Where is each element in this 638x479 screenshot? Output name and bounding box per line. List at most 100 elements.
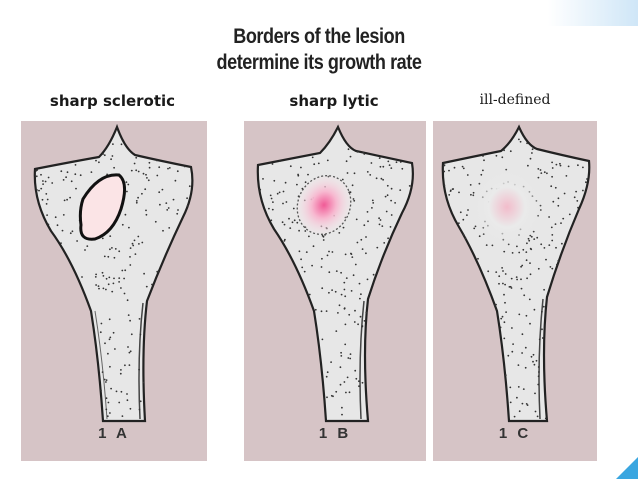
stipple-dot: [161, 188, 164, 191]
stipple-dot: [69, 232, 72, 235]
stipple-dot: [104, 342, 106, 345]
stipple-dot: [110, 387, 112, 390]
stipple-dot: [320, 266, 323, 268]
stipple-dot: [135, 169, 138, 172]
stipple-dot: [533, 363, 536, 366]
stipple-dot: [360, 293, 362, 296]
stipple-dot: [188, 185, 191, 188]
stipple-dot: [378, 223, 381, 226]
stipple-dot: [511, 327, 513, 329]
stipple-dot: [356, 151, 359, 153]
stipple-dot: [297, 174, 300, 177]
stipple-dot: [354, 309, 356, 312]
stipple-dot: [508, 286, 511, 288]
stipple-dot: [147, 179, 150, 182]
stipple-dot: [347, 148, 350, 151]
stipple-dot: [134, 253, 137, 256]
stipple-dot: [320, 310, 323, 313]
stipple-dot: [510, 277, 513, 280]
stipple-dot: [101, 371, 104, 373]
stipple-dot: [503, 337, 506, 340]
stipple-dot: [98, 161, 100, 164]
stipple-dot: [532, 353, 535, 356]
stipple-dot: [344, 295, 347, 298]
stipple-dot: [582, 189, 584, 192]
stipple-dot: [541, 328, 543, 331]
stipple-dot: [100, 389, 102, 392]
stipple-dot: [326, 159, 329, 162]
stipple-dot: [339, 383, 342, 386]
stipple-dot: [144, 188, 147, 191]
stipple-dot: [298, 229, 300, 232]
stipple-dot: [554, 223, 557, 225]
stipple-dot: [345, 277, 348, 279]
stipple-dot: [503, 149, 505, 152]
stipple-dot: [390, 167, 393, 169]
stipple-dot: [114, 348, 116, 350]
stipple-dot: [124, 364, 126, 367]
stipple-dot: [296, 221, 299, 224]
stipple-dot: [349, 357, 352, 360]
stipple-dot: [99, 331, 102, 334]
stipple-dot: [162, 229, 164, 232]
stipple-dot: [312, 245, 315, 248]
stipple-dot: [536, 415, 539, 418]
stipple-dot: [272, 201, 274, 203]
stipple-dot: [346, 376, 349, 379]
stipple-dot: [504, 283, 506, 286]
stipple-dot: [529, 273, 532, 276]
stipple-dot: [308, 235, 310, 238]
stipple-dot: [551, 175, 553, 178]
stipple-dot: [504, 374, 507, 377]
stipple-dot: [168, 227, 171, 229]
stipple-dot: [462, 218, 465, 221]
stipple-dot: [339, 366, 342, 369]
stipple-dot: [126, 393, 128, 395]
stipple-dot: [473, 227, 476, 230]
stipple-dot: [330, 361, 332, 363]
stipple-dot: [577, 164, 579, 167]
stipple-dot: [390, 214, 393, 216]
stipple-dot: [76, 240, 78, 242]
stipple-dot: [577, 206, 579, 209]
stipple-dot: [338, 232, 341, 234]
stipple-dot: [525, 314, 528, 317]
panel-1c: 1 C: [433, 121, 597, 461]
stipple-dot: [399, 161, 402, 163]
stipple-dot: [348, 313, 351, 316]
stipple-dot: [326, 254, 329, 257]
stipple-dot: [45, 193, 48, 195]
stipple-dot: [363, 320, 366, 322]
stipple-dot: [518, 138, 520, 141]
stipple-dot: [560, 222, 562, 224]
stipple-dot: [270, 219, 273, 222]
stipple-dot: [366, 211, 369, 213]
stipple-dot: [349, 155, 352, 158]
stipple-dot: [503, 321, 506, 324]
cortex-line-left: [94, 310, 108, 420]
stipple-dot: [108, 276, 111, 279]
stipple-dot: [518, 251, 521, 254]
stipple-pattern: [259, 148, 411, 416]
stipple-dot: [504, 273, 507, 275]
stipple-dot: [495, 271, 498, 273]
stipple-dot: [501, 156, 504, 159]
stipple-dot: [350, 290, 353, 292]
stipple-dot: [341, 406, 343, 409]
stipple-dot: [137, 235, 140, 238]
stipple-dot: [537, 267, 540, 270]
stipple-dot: [538, 338, 541, 341]
stipple-dot: [349, 353, 352, 355]
stipple-dot: [300, 166, 302, 169]
stipple-dot: [271, 208, 274, 211]
stipple-dot: [321, 287, 324, 290]
stipple-dot: [513, 415, 516, 418]
stipple-dot: [120, 143, 123, 146]
stipple-dot: [353, 321, 356, 323]
figure-caption-1a: 1 A: [98, 425, 130, 442]
stipple-dot: [129, 407, 132, 410]
stipple-dot: [105, 397, 108, 400]
stipple-dot: [539, 169, 542, 171]
stipple-dot: [133, 162, 136, 165]
stipple-dot: [480, 173, 483, 176]
